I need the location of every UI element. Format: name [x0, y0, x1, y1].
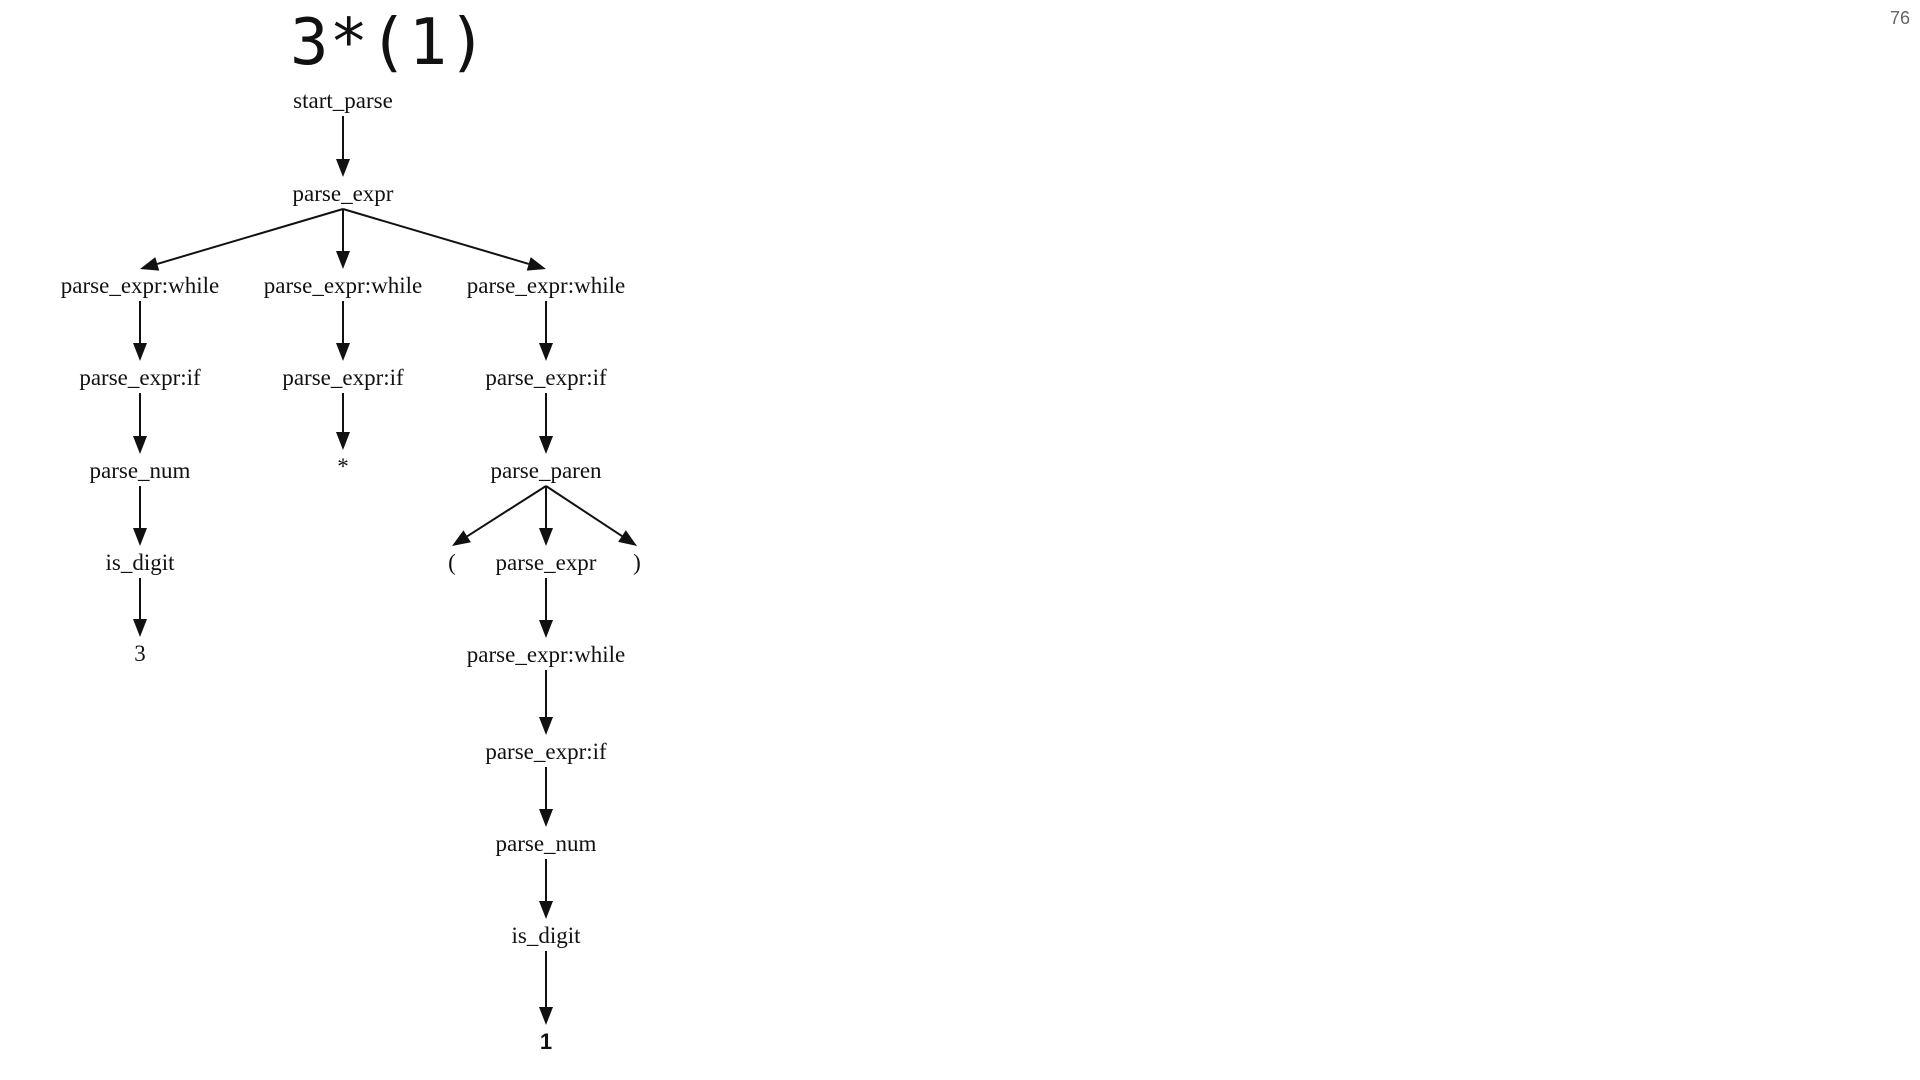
arrowhead: [336, 251, 350, 269]
tree-node-parse-expr-if: parse_expr:if: [282, 365, 404, 390]
tree-node-3: 3: [134, 641, 146, 666]
tree-node-parse-expr-while: parse_expr:while: [61, 273, 219, 298]
tree-node-symbol: *: [337, 454, 349, 479]
arrowhead: [618, 530, 637, 546]
tree-node-start-parse: start_parse: [293, 88, 393, 113]
arrowhead: [452, 530, 471, 546]
tree-node-parse-expr-if: parse_expr:if: [79, 365, 201, 390]
slide-number: 76: [1889, 8, 1910, 28]
arrowhead: [539, 717, 553, 735]
arrowhead: [336, 432, 350, 450]
arrowhead: [526, 257, 546, 271]
tree-node-parse-expr-while: parse_expr:while: [264, 273, 422, 298]
tree-edges: [133, 116, 637, 1025]
expression-title: 3*(1): [290, 6, 488, 80]
tree-node-parse-num: parse_num: [90, 458, 191, 483]
arrowhead: [336, 343, 350, 361]
arrowhead: [539, 620, 553, 638]
arrowhead: [140, 257, 160, 271]
tree-edge: [545, 485, 623, 537]
tree-node-symbol: ): [633, 550, 641, 575]
tree-node-parse-expr-while: parse_expr:while: [467, 642, 625, 667]
arrowhead: [539, 809, 553, 827]
arrowhead: [133, 619, 147, 637]
tree-node-parse-expr-while: parse_expr:while: [467, 273, 625, 298]
arrowhead: [539, 343, 553, 361]
arrowhead: [133, 343, 147, 361]
arrowhead: [539, 901, 553, 919]
arrowhead: [336, 159, 350, 177]
tree-edge: [156, 208, 344, 265]
tree-node-1: 1: [540, 1029, 552, 1054]
tree-node-parse-expr-if: parse_expr:if: [485, 739, 607, 764]
tree-node-parse-expr-if: parse_expr:if: [485, 365, 607, 390]
tree-node-is-digit: is_digit: [105, 550, 175, 575]
tree-edge: [466, 485, 547, 538]
arrowhead: [539, 436, 553, 454]
arrowhead: [539, 1007, 553, 1025]
arrowhead: [539, 528, 553, 546]
tree-edge: [342, 208, 530, 265]
tree-node-parse-paren: parse_paren: [490, 458, 602, 483]
tree-node-parse-num: parse_num: [496, 831, 597, 856]
arrowhead: [133, 528, 147, 546]
tree-node-symbol: (: [448, 550, 456, 575]
tree-node-parse-expr: parse_expr: [293, 181, 394, 206]
arrowhead: [133, 436, 147, 454]
tree-node-parse-expr: parse_expr: [496, 550, 597, 575]
tree-node-is-digit: is_digit: [511, 923, 581, 948]
